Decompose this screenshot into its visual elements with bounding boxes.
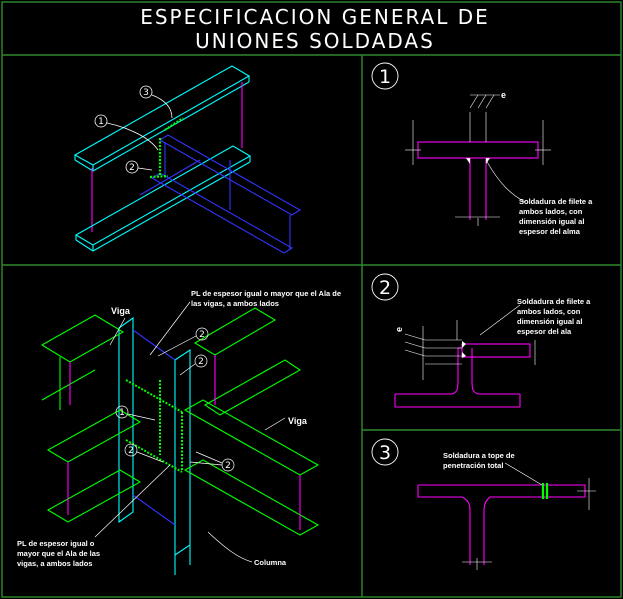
detail-2-note-1: Soldadura de filete a <box>517 297 591 306</box>
detail-2-dims <box>404 304 536 380</box>
callout-1-bottom: 1 <box>119 408 125 418</box>
callout-1-top-label: 1 <box>98 117 104 127</box>
iso-view-top <box>73 65 302 254</box>
detail-1: 1 e Soldadura de filete a ambos <box>371 62 593 236</box>
top-beam-flange <box>73 65 251 172</box>
viga-label-right: Viga <box>288 416 308 426</box>
beam-upper-right <box>193 307 302 416</box>
beam-web <box>91 82 243 232</box>
plate-note-bottom-3: vigas, a ambos lados <box>17 559 92 568</box>
sheet-title: ESPECIFICACION GENERAL DE UNIONES SOLDAD… <box>140 5 490 53</box>
detail-2-note-2: ambos lados, con <box>517 307 581 316</box>
detail-1-note-1: Soldadura de filete a <box>519 197 593 206</box>
callout-1-top <box>94 114 108 128</box>
detail-3-section <box>417 484 586 565</box>
beam-lower-left <box>46 409 142 523</box>
plate-note-top-2: las vigas, a ambos lados <box>191 299 279 308</box>
bottom-beam-flange <box>74 145 252 252</box>
viga-label-left: Viga <box>111 306 131 316</box>
iso-top-callouts <box>94 85 173 174</box>
iso-bottom-leaders <box>94 301 286 563</box>
iso-view-bottom <box>40 307 320 575</box>
detail-3-note-2: penetración total <box>443 461 503 470</box>
detail-2-dim-label: e <box>394 327 404 332</box>
detail-1-note-2: ambos lados, con <box>519 207 583 216</box>
detail-3-dims <box>462 462 596 570</box>
title-line-2: UNIONES SOLDADAS <box>195 29 435 53</box>
detail-2-welds <box>462 341 466 358</box>
callout-2-top <box>125 160 139 174</box>
callout-2-b1: 2 <box>199 330 205 340</box>
detail-2: 2 e Soldadura de file <box>371 273 591 408</box>
beam-upper-left <box>40 314 125 410</box>
plate-welds <box>125 379 183 473</box>
callout-2-b2: 2 <box>198 357 204 367</box>
detail-2-note-3: dimensión igual al <box>517 317 582 326</box>
beam-webs <box>67 355 301 530</box>
detail-2-marker <box>371 273 399 301</box>
callout-3-top-label: 3 <box>143 88 149 98</box>
title-line-1: ESPECIFICACION GENERAL DE <box>140 5 490 29</box>
detail-2-note-4: espesor del ala <box>517 327 572 336</box>
column-web <box>132 329 176 526</box>
detail-3: 3 Soldadura a tope de penetración total <box>371 438 596 570</box>
columna-label: Columna <box>254 558 287 567</box>
callout-2-b3: 2 <box>128 446 134 456</box>
callout-2-top-label: 2 <box>129 163 135 173</box>
callout-2-b4: 2 <box>225 461 231 471</box>
detail-1-dim-label: e <box>501 90 506 100</box>
beam-lower-right <box>183 399 320 536</box>
detail-3-marker-label: 3 <box>379 442 391 464</box>
detail-1-welds <box>466 158 490 164</box>
detail-1-dims <box>405 94 551 226</box>
detail-1-note-4: espesor del alma <box>519 227 581 236</box>
detail-3-marker <box>371 438 399 466</box>
detail-1-marker <box>371 62 399 90</box>
detail-1-marker-label: 1 <box>379 66 391 88</box>
column <box>118 316 191 557</box>
stiffener-weld <box>149 117 184 179</box>
detail-3-note-1: Soldadura a tope de <box>443 451 515 460</box>
cross-beam <box>139 134 302 254</box>
plate-note-bottom-1: PL de espesor igual o <box>17 539 95 548</box>
detail-3-weld <box>541 483 549 499</box>
detail-1-note-3: dimensión igual al <box>519 217 584 226</box>
callout-3-top <box>139 85 153 99</box>
detail-2-marker-label: 2 <box>379 277 391 299</box>
plate-note-top-1: PL de espesor igual o mayor que el Ala d… <box>191 289 341 298</box>
plate-note-bottom-2: mayor que el Ala de las <box>17 549 100 558</box>
